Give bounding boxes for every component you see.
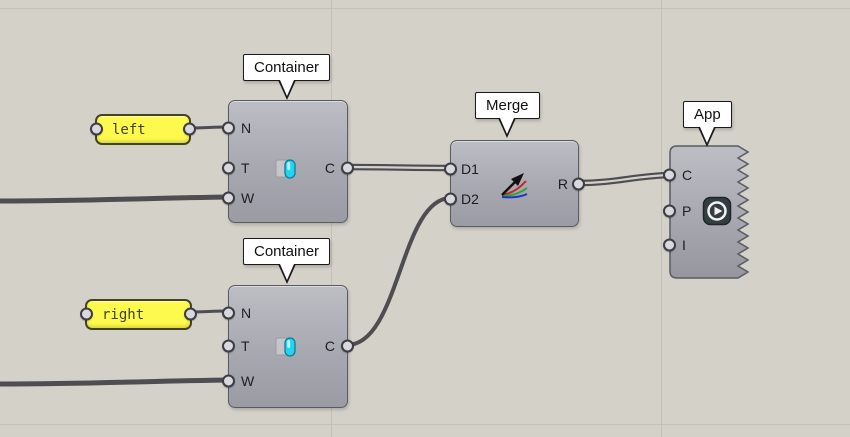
- panel-output-grip[interactable]: [184, 307, 197, 321]
- container-icon: [275, 337, 296, 357]
- port-label-P: P: [682, 203, 692, 219]
- port-label-I: I: [682, 237, 686, 253]
- callout-text: App: [694, 106, 721, 123]
- wire-container2-C-to-merge-D2[interactable]: [345, 196, 453, 347]
- input-grip-D1[interactable]: [444, 162, 457, 176]
- callout-text: Container: [254, 59, 320, 76]
- grid-line: [661, 0, 662, 437]
- node-app[interactable]: C P I: [663, 145, 752, 279]
- node-merge[interactable]: D1 D2 R: [444, 140, 585, 227]
- port-label-W: W: [241, 373, 255, 389]
- input-grip-W[interactable]: [222, 374, 235, 388]
- port-label-C: C: [682, 167, 693, 183]
- callout-text: Merge: [486, 97, 529, 114]
- panel-input-grip[interactable]: [90, 122, 103, 136]
- port-label-T: T: [241, 338, 250, 354]
- input-grip-T[interactable]: [222, 339, 235, 353]
- port-label-T: T: [241, 160, 250, 176]
- panel-input-grip[interactable]: [80, 307, 93, 321]
- panel-right[interactable]: right: [80, 299, 197, 330]
- grid-line: [0, 8, 850, 9]
- container-icon: [275, 159, 296, 179]
- app-play-icon: [702, 196, 732, 226]
- panel-left[interactable]: left: [90, 114, 196, 145]
- output-grip-C[interactable]: [341, 161, 354, 175]
- port-label-N: N: [241, 120, 252, 136]
- callout-container-1: Container: [243, 54, 331, 81]
- input-grip-N[interactable]: [222, 306, 235, 320]
- panel-output-grip[interactable]: [183, 122, 196, 136]
- port-label-N: N: [241, 305, 252, 321]
- port-label-C: C: [324, 160, 335, 176]
- input-grip-P[interactable]: [663, 204, 676, 218]
- wire-container1-C-to-merge-D1[interactable]: [343, 163, 455, 172]
- wire-offscreen-to-container1-W[interactable]: [0, 194, 232, 204]
- output-grip-C[interactable]: [341, 339, 354, 353]
- port-label-C: C: [324, 338, 335, 354]
- callout-merge: Merge: [475, 92, 540, 119]
- port-label-R: R: [557, 176, 568, 192]
- input-grip-C[interactable]: [663, 168, 676, 182]
- merge-icon: [501, 173, 528, 199]
- node-container-2[interactable]: N T W C: [222, 285, 354, 408]
- input-grip-N[interactable]: [222, 121, 235, 135]
- input-grip-D2[interactable]: [444, 192, 457, 206]
- grid-line: [0, 424, 850, 425]
- node-container-1[interactable]: N T W C: [222, 100, 354, 223]
- port-label-D1: D1: [461, 161, 479, 177]
- panel-text: left: [112, 121, 146, 138]
- input-grip-I[interactable]: [663, 238, 676, 252]
- wire-merge-R-to-app-C[interactable]: [574, 171, 673, 187]
- input-grip-W[interactable]: [222, 191, 235, 205]
- port-label-W: W: [241, 190, 255, 206]
- callout-text: Container: [254, 243, 320, 260]
- wire-offscreen-to-container2-W[interactable]: [0, 377, 232, 387]
- callout-app: App: [683, 101, 732, 128]
- callout-container-2: Container: [243, 238, 331, 265]
- output-grip-R[interactable]: [572, 177, 585, 191]
- input-grip-T[interactable]: [222, 161, 235, 175]
- panel-text: right: [102, 306, 145, 323]
- port-label-D2: D2: [461, 191, 479, 207]
